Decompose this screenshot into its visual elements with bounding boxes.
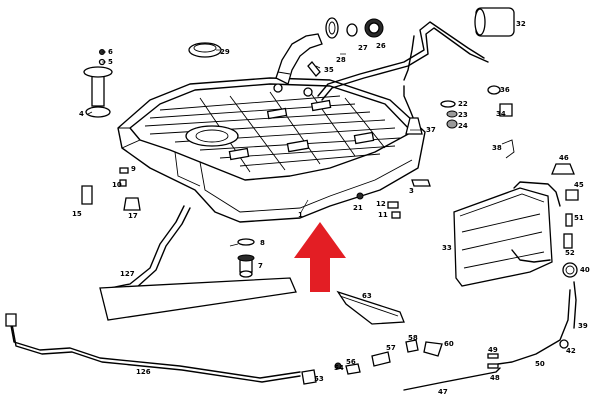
callout-22: 22 xyxy=(458,100,468,108)
callout-58: 58 xyxy=(408,334,418,342)
callout-24: 24 xyxy=(458,122,468,130)
callout-57: 57 xyxy=(386,344,396,352)
tank-cap xyxy=(188,42,222,58)
callout-12: 12 xyxy=(376,200,386,208)
callout-9: 9 xyxy=(131,165,136,173)
fuel-sender xyxy=(83,49,113,118)
callout-34: 34 xyxy=(496,110,506,118)
callout-28: 28 xyxy=(336,56,346,64)
callout-5: 5 xyxy=(108,58,113,66)
callout-46: 46 xyxy=(559,154,569,162)
callout-39: 39 xyxy=(578,322,588,330)
callout-26: 26 xyxy=(376,42,386,50)
callout-63: 63 xyxy=(362,292,372,300)
callout-35: 35 xyxy=(324,66,334,74)
callout-4: 4 xyxy=(79,110,84,118)
washers-right xyxy=(440,85,515,159)
leader-lines xyxy=(87,49,422,247)
callout-48: 48 xyxy=(490,374,500,382)
filter-parts xyxy=(237,238,255,278)
small-parts-center xyxy=(356,179,431,219)
clips-right xyxy=(551,163,579,249)
fuel-tank xyxy=(117,77,426,223)
callout-32: 32 xyxy=(516,20,526,28)
callout-27: 27 xyxy=(358,44,368,52)
callout-42: 42 xyxy=(566,347,576,355)
filler-neck xyxy=(275,33,323,85)
callout-126: 126 xyxy=(136,368,151,376)
callout-40: 40 xyxy=(580,266,590,274)
clips-bottom xyxy=(487,353,499,369)
vent-pipes xyxy=(317,7,515,121)
callout-53: 53 xyxy=(314,375,324,383)
callout-37: 37 xyxy=(426,126,436,134)
callout-7: 7 xyxy=(258,262,263,270)
lines-right xyxy=(403,281,577,391)
small-parts-bottom xyxy=(301,339,443,385)
callout-47: 47 xyxy=(438,388,448,396)
callout-29: 29 xyxy=(220,48,230,56)
top-small-parts xyxy=(307,17,384,77)
callout-3: 3 xyxy=(409,187,414,195)
callout-52: 52 xyxy=(565,249,575,257)
callout-labels: 1 3 4 5 6 7 8 9 10 11 12 15 17 21 22 23 … xyxy=(72,20,590,396)
canister-33 xyxy=(453,181,578,287)
callout-6: 6 xyxy=(108,48,113,56)
callout-56: 56 xyxy=(346,358,356,366)
callout-10: 10 xyxy=(112,181,122,189)
callout-17: 17 xyxy=(128,212,138,220)
callout-38: 38 xyxy=(492,144,502,152)
callout-21: 21 xyxy=(353,204,363,212)
callout-50: 50 xyxy=(535,360,545,368)
callout-127: 127 xyxy=(120,270,135,278)
callout-49: 49 xyxy=(488,346,498,354)
callout-8: 8 xyxy=(260,239,265,247)
callout-11: 11 xyxy=(378,211,388,219)
callout-60: 60 xyxy=(444,340,454,348)
filler-tube-127 xyxy=(99,205,297,321)
callout-23: 23 xyxy=(458,111,468,119)
small-parts-left xyxy=(81,167,141,211)
callout-15: 15 xyxy=(72,210,82,218)
callout-54: 54 xyxy=(334,364,344,372)
fuel-line-126 xyxy=(5,313,301,383)
indicator-arrow xyxy=(294,222,346,292)
callout-33: 33 xyxy=(442,244,452,252)
bracket-63 xyxy=(336,290,405,325)
fitting-37 xyxy=(405,117,423,135)
callout-45: 45 xyxy=(574,181,584,189)
callout-36: 36 xyxy=(500,86,510,94)
callout-51: 51 xyxy=(574,214,584,222)
callout-1: 1 xyxy=(298,211,303,219)
